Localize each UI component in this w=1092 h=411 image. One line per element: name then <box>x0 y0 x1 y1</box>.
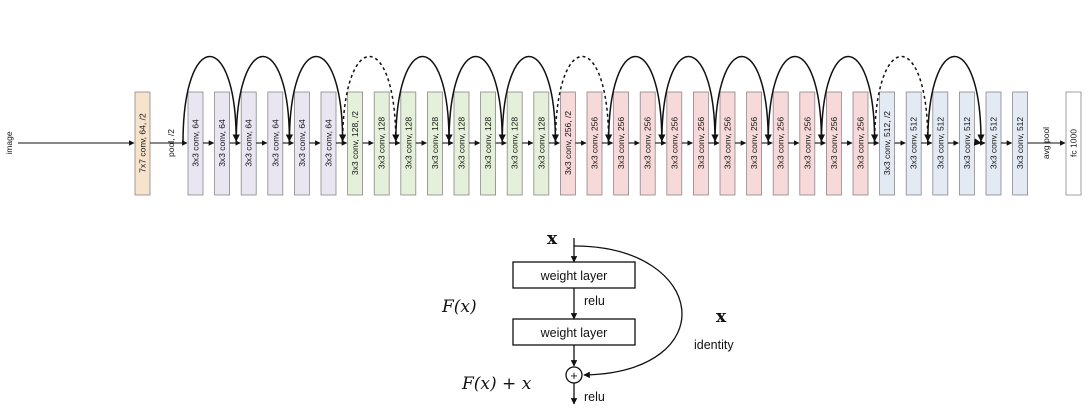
shortcut-arc-15 <box>927 56 985 144</box>
shortcut-arc-2 <box>235 56 294 144</box>
conv-label-stage3-11: 3x3 conv, 256 <box>829 117 839 170</box>
shortcut-arc-13 <box>820 56 879 144</box>
fc-label: fc 1000 <box>1069 129 1079 157</box>
shortcut-arc-4 <box>341 56 400 144</box>
weight-layer-1-label: weight layer <box>540 269 608 283</box>
shortcut-arc-9 <box>607 56 666 144</box>
relu-mid-label: relu <box>584 294 605 308</box>
shortcut-arc-12 <box>767 56 826 144</box>
shortcut-arc-10 <box>661 56 719 144</box>
conv-label-stage2-2: 3x3 conv, 128 <box>377 117 387 170</box>
conv-label-stage2-6: 3x3 conv, 128 <box>483 117 493 170</box>
weight-layer-2-label: weight layer <box>540 326 608 340</box>
conv-label-stage4-6: 3x3 conv, 512 <box>1015 117 1025 170</box>
block-input-x: x <box>547 229 558 249</box>
shortcut-arc-8 <box>554 56 613 144</box>
relu-out-label: relu <box>584 390 605 404</box>
conv-label-stage3-3: 3x3 conv, 256 <box>616 117 626 170</box>
conv-label-stage1-2: 3x3 conv, 64 <box>217 119 227 167</box>
conv-label-stage1-3: 3x3 conv, 64 <box>244 119 254 167</box>
stem-conv-label: 7x7 conv, 64, /2 <box>138 113 148 173</box>
identity-label: identity <box>694 338 734 352</box>
weight-layer-2 <box>512 318 636 346</box>
conv-label-stage4-3: 3x3 conv, 512 <box>935 117 945 170</box>
conv-label-stage3-7: 3x3 conv, 256 <box>723 117 733 170</box>
shortcut-arc-6 <box>448 56 506 144</box>
shortcut-arc-14 <box>873 56 932 144</box>
input-image-label: image <box>4 131 14 154</box>
conv-label-stage4-4: 3x3 conv, 512 <box>962 117 972 170</box>
conv-label-stage3-10: 3x3 conv, 256 <box>802 117 812 170</box>
f-of-x-label: F(x) <box>441 297 477 317</box>
conv-label-stage1-1: 3x3 conv, 64 <box>191 119 201 167</box>
conv-label-stage3-8: 3x3 conv, 256 <box>749 117 759 170</box>
identity-x-label: x <box>716 307 727 327</box>
conv-label-stage2-7: 3x3 conv, 128 <box>510 117 520 170</box>
conv-label-stage4-5: 3x3 conv, 512 <box>989 117 999 170</box>
conv-label-stage4-2: 3x3 conv, 512 <box>909 117 919 170</box>
shortcut-arc-11 <box>714 56 772 144</box>
residual-block: x weight layer relu weight layer + relu … <box>441 229 734 405</box>
fc-box <box>1065 91 1082 196</box>
conv-label-stage3-12: 3x3 conv, 256 <box>856 117 866 170</box>
shortcut-arc-7 <box>501 56 560 144</box>
conv-label-stage1-4: 3x3 conv, 64 <box>270 119 280 167</box>
conv-label-stage2-8: 3x3 conv, 128 <box>536 117 546 170</box>
sum-expression-label: F(x) + x <box>461 374 532 394</box>
conv-label-stage2-1: 3x3 conv, 128, /2 <box>350 111 360 175</box>
sum-plus-glyph: + <box>570 369 577 383</box>
conv-label-stage2-3: 3x3 conv, 128 <box>403 117 413 170</box>
conv-label-stage3-2: 3x3 conv, 256 <box>590 117 600 170</box>
conv-label-stage2-4: 3x3 conv, 128 <box>430 117 440 170</box>
conv-label-stage1-6: 3x3 conv, 64 <box>324 119 334 167</box>
shortcut-arc-5 <box>395 56 453 144</box>
weight-layer-1 <box>512 261 636 289</box>
conv-label-stage4-1: 3x3 conv, 512, /2 <box>882 111 892 175</box>
conv-label-stage3-9: 3x3 conv, 256 <box>776 117 786 170</box>
conv-label-stage1-5: 3x3 conv, 64 <box>297 119 307 167</box>
conv-label-stage3-6: 3x3 conv, 256 <box>696 117 706 170</box>
conv-label-stage2-5: 3x3 conv, 128 <box>457 117 467 170</box>
shortcut-arc-1 <box>182 56 240 144</box>
conv-label-stage3-1: 3x3 conv, 256, /2 <box>563 111 573 175</box>
conv-label-stage3-4: 3x3 conv, 256 <box>643 117 653 170</box>
identity-shortcut <box>573 245 683 379</box>
conv-label-stage3-5: 3x3 conv, 256 <box>669 117 679 170</box>
shortcut-arc-3 <box>288 56 347 144</box>
